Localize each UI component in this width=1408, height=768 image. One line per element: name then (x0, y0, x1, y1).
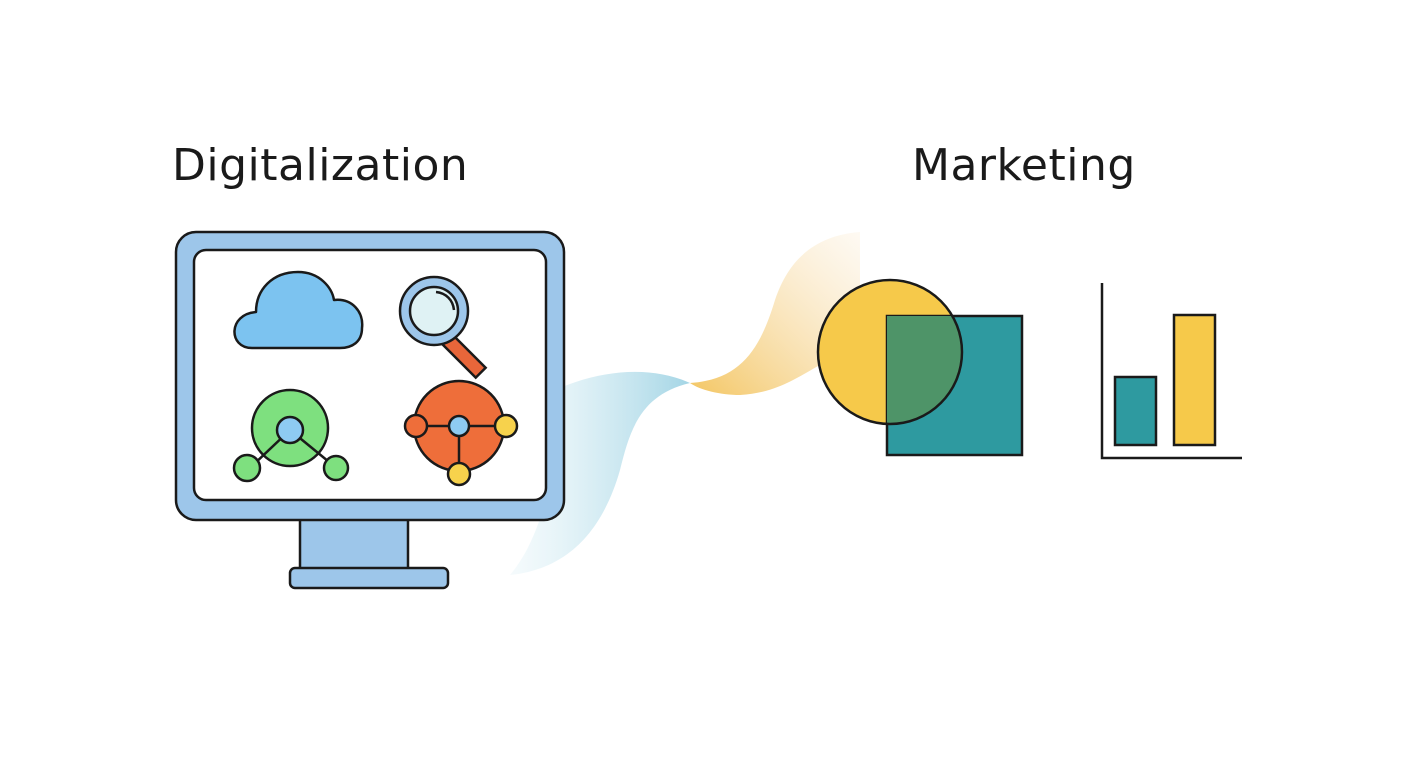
cloud-icon (233, 270, 364, 350)
network-green-icon (232, 388, 350, 483)
network-orange-icon (403, 379, 519, 487)
monitor-icon (174, 230, 566, 590)
magnifier-icon (398, 275, 488, 380)
marketing-title: Marketing (912, 140, 1136, 191)
venn-overlap-icon (816, 278, 1024, 457)
bar-chart-icon (1100, 283, 1242, 460)
digitalization-title: Digitalization (172, 140, 469, 191)
